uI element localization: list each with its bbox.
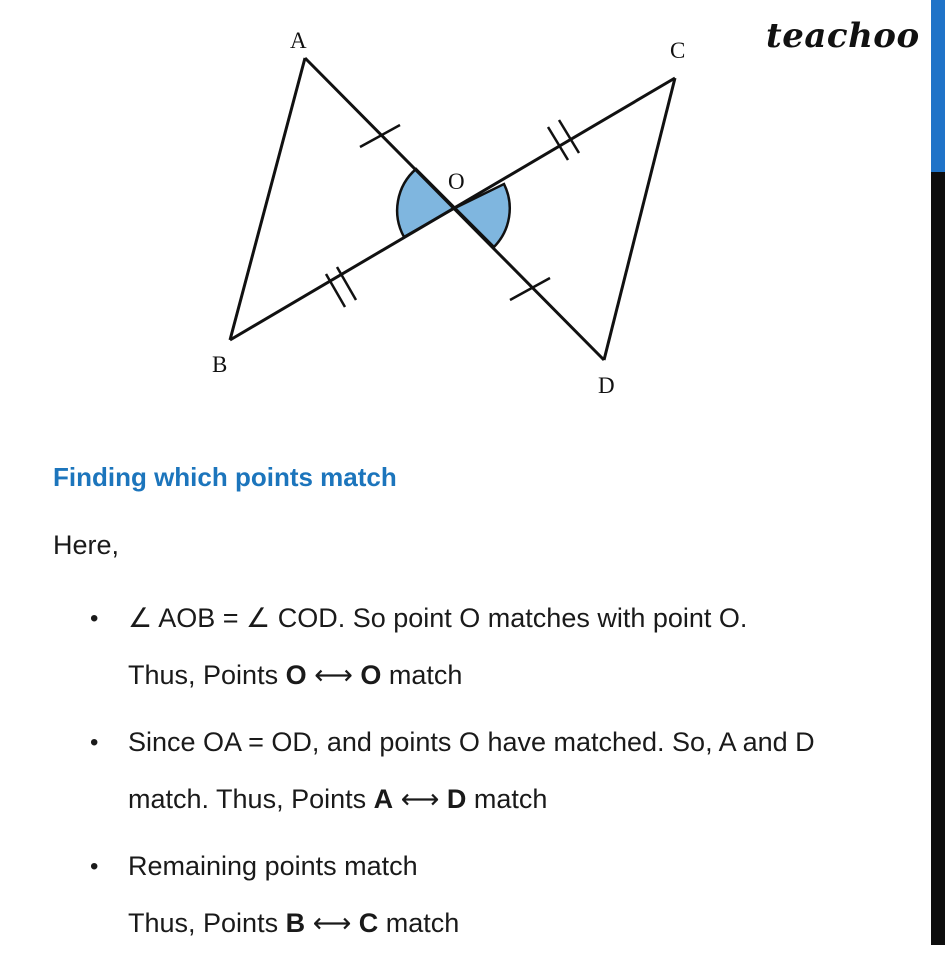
tick-oa	[359, 123, 401, 149]
angle-aob-sector	[395, 167, 458, 239]
bullet-list: • ∠ AOB = ∠ COD. So point O matches with…	[90, 590, 890, 962]
label-c: C	[670, 38, 685, 63]
tick-oc-2	[557, 119, 581, 154]
segment-bc	[229, 76, 676, 342]
label-b: B	[212, 352, 227, 377]
bullet-icon: •	[90, 729, 99, 756]
tick-ob-1	[324, 273, 347, 308]
tick-ob-2	[335, 266, 358, 301]
bullet-icon: •	[90, 853, 99, 880]
bullet-line2: Thus, Points B ⟷ C match	[128, 908, 460, 938]
segment-ab	[228, 57, 307, 341]
bullet-line1: ∠ AOB = ∠ COD. So point O matches with p…	[128, 603, 748, 633]
bullet-line1: Remaining points match	[128, 851, 418, 881]
triangle-figure: A B C D O	[212, 28, 685, 398]
bullet-line2: match. Thus, Points A ⟷ D match	[128, 784, 548, 814]
bullet-line1: Since OA = OD, and points O have matched…	[128, 727, 815, 757]
brand-logo: teachoo	[766, 16, 920, 56]
list-item: • Remaining points match Thus, Points B …	[90, 838, 890, 952]
label-d: D	[598, 373, 615, 398]
segment-cd	[602, 77, 677, 361]
side-scroll-track	[931, 172, 945, 945]
list-item: • ∠ AOB = ∠ COD. So point O matches with…	[90, 590, 890, 704]
intro-text: Here,	[53, 530, 120, 560]
list-item: • Since OA = OD, and points O have match…	[90, 714, 890, 828]
label-a: A	[290, 28, 307, 53]
side-accent-bar	[931, 0, 945, 172]
tick-oc-1	[546, 126, 570, 161]
label-o: O	[448, 169, 465, 194]
bullet-line2: Thus, Points O ⟷ O match	[128, 660, 463, 690]
tick-od	[509, 276, 551, 302]
bullet-icon: •	[90, 605, 99, 632]
angle-cod-sector	[452, 182, 511, 249]
section-heading: Finding which points match	[53, 462, 397, 492]
